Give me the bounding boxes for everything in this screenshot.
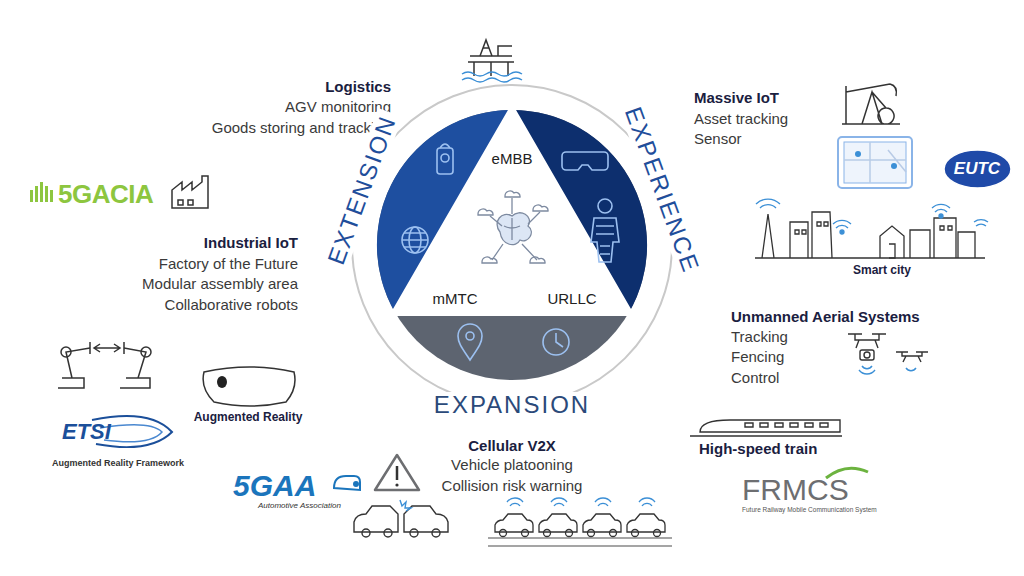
use-case-item: Collision risk warning [442, 477, 583, 495]
use-case-item: Asset tracking [694, 110, 788, 128]
logo-text: 5GACIA [58, 180, 153, 208]
factory-icon [172, 176, 208, 208]
collision-cars-icon [354, 500, 448, 537]
5gacia-logo-mark [30, 182, 53, 202]
section-heading: High-speed train [699, 440, 817, 458]
icon-caption: Smart city [853, 263, 911, 277]
warning-triangle-icon [375, 455, 419, 490]
use-case-item: Fencing [731, 348, 784, 366]
service-label: eMBB [492, 150, 533, 168]
icon-caption: Augmented Reality [194, 410, 303, 424]
logo-caption: Automotive Association [258, 501, 341, 511]
ar-headset-icon [203, 367, 295, 406]
section-heading: Unmanned Aerial Systems [731, 308, 920, 326]
map-tablet-icon [838, 137, 912, 188]
5gaa-logo-mark [334, 476, 360, 490]
logo-text: ETSI [62, 420, 111, 444]
service-label: URLLC [547, 290, 596, 308]
logo-text: FRMCS [742, 474, 849, 506]
use-case-item: Sensor [694, 130, 742, 148]
oil-rig-icon [462, 40, 522, 82]
section-heading: Cellular V2X [468, 437, 556, 455]
service-label: mMTC [433, 290, 478, 308]
section-heading: Logistics [325, 78, 391, 96]
section-heading: Massive IoT [694, 89, 779, 107]
use-case-item: Tracking [731, 328, 788, 346]
logo-caption: Augmented Reality Framework [52, 458, 184, 469]
logo-ellipse: EUTC [943, 149, 1012, 189]
logo-caption: Future Railway Mobile Communication Syst… [742, 506, 877, 514]
logo-text: 5GAA [233, 470, 316, 502]
pump-jack-icon [842, 84, 900, 124]
use-case-item: Factory of the Future [159, 255, 298, 273]
arc-label: EXPERIENCE [619, 100, 706, 281]
use-case-item: Modular assembly area [142, 275, 298, 293]
robot-arms-icon [58, 342, 151, 388]
outer-ring [352, 85, 672, 405]
logo-text: EUTC [954, 159, 1000, 179]
smart-city-icon [755, 199, 988, 258]
use-case-item: Goods storing and tracking [212, 119, 391, 137]
drones-icon [848, 334, 928, 374]
use-case-item: Control [731, 369, 779, 387]
platooning-cars-icon [488, 498, 672, 546]
use-case-item: Vehicle platooning [451, 456, 573, 474]
use-case-item: Collaborative robots [165, 296, 298, 314]
train-icon [690, 420, 842, 436]
arc-label: EXPANSION [430, 392, 594, 418]
service-wheel [377, 110, 647, 380]
section-heading: Industrial IoT [204, 234, 298, 252]
